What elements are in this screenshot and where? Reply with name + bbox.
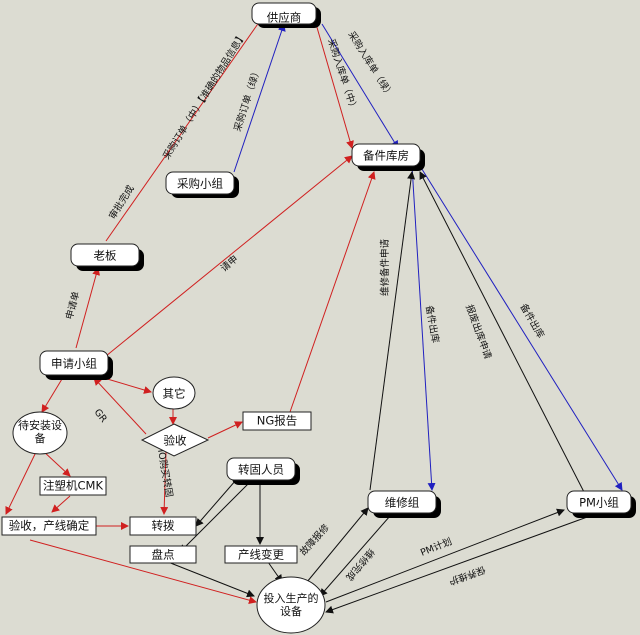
- edge-purchase-to-supplier: [233, 23, 286, 173]
- svg-text:转拨: 转拨: [152, 519, 175, 533]
- node-purchase-group: 采购小组: [165, 171, 239, 198]
- edge-warehouse-to-maint: [411, 165, 436, 491]
- edge-labels: 采购订单（中）【准确的物品信息】 采购订单（绿） 采购入库单（中） 采购入库单（…: [63, 29, 547, 587]
- label-pm-plan: PM计划: [419, 535, 454, 558]
- svg-text:其它: 其它: [163, 387, 186, 401]
- edge-boss-to-supplier: [105, 17, 263, 242]
- edge-maint-to-equipment: [319, 515, 391, 597]
- label-fault-repair: 故障报修: [297, 521, 332, 558]
- node-transfer-person: 转固人员: [226, 457, 300, 485]
- edge-person-to-transfer: [195, 479, 237, 527]
- edge-accept-to-ng: [207, 421, 243, 439]
- label-maint-request: 维修备件申请: [379, 238, 391, 296]
- edge-pm-to-warehouse: [419, 171, 585, 493]
- label-spare-out: 备件出库: [423, 304, 442, 344]
- edge-apply-to-boss: [75, 267, 101, 349]
- label-request: 请申: [218, 253, 240, 274]
- label-scrap-out: 报废出库申请: [463, 303, 494, 361]
- edge-ng-to-warehouse: [289, 171, 376, 413]
- edge-pm-to-equipment: [325, 515, 591, 614]
- edge-warehouse-to-pm: [419, 165, 623, 491]
- svg-text:备件库房: 备件库房: [363, 149, 409, 163]
- edge-supplier-to-warehouse: [315, 23, 354, 149]
- svg-text:注塑机CMK: 注塑机CMK: [43, 479, 103, 493]
- svg-text:PM小组: PM小组: [579, 496, 619, 510]
- node-apply-group: 申请小组: [39, 350, 113, 380]
- node-supplier: 供应商: [251, 2, 321, 28]
- edge-person-to-inventory: [179, 481, 251, 553]
- node-injection-cmk: 注塑机CMK: [39, 476, 107, 496]
- node-to-install: 待安装设备: [12, 411, 68, 455]
- edge-accept-to-transfer: [160, 451, 169, 515]
- edge-accept-to-apply: [93, 377, 147, 435]
- label-maintain: 保养维护: [447, 563, 487, 587]
- svg-text:维修组: 维修组: [385, 496, 420, 510]
- edge-apply-to-toinstall: [41, 378, 63, 413]
- svg-text:供应商: 供应商: [267, 11, 302, 25]
- edge-toinstall-to-acceptline: [5, 451, 37, 515]
- edges: [5, 17, 623, 614]
- edge-toinstall-to-cmk: [41, 449, 71, 477]
- label-gr: GR: [92, 407, 110, 425]
- edge-acceptline-to-equipment: [29, 539, 257, 605]
- svg-text:老板: 老板: [94, 249, 117, 263]
- node-accept: 验收: [140, 423, 210, 457]
- edge-cmk-to-acceptline: [51, 495, 71, 513]
- label-application: 申请单: [63, 290, 82, 321]
- edge-inventory-to-equipment: [167, 561, 255, 598]
- edge-apply-to-other: [103, 377, 152, 394]
- svg-text:验收: 验收: [164, 434, 187, 448]
- node-accept-line: 验收，产线确定: [1, 516, 97, 536]
- svg-text:转固人员: 转固人员: [238, 463, 284, 477]
- node-boss: 老板: [70, 243, 144, 271]
- svg-text:采购小组: 采购小组: [177, 177, 223, 191]
- node-spare-warehouse: 备件库房: [351, 143, 425, 171]
- node-ng-report: NG报告: [242, 411, 312, 431]
- svg-text:产线变更: 产线变更: [238, 548, 284, 562]
- node-transfer: 转拨: [129, 516, 197, 536]
- svg-text:申请小组: 申请小组: [51, 357, 97, 371]
- node-pm-group: PM小组: [566, 490, 636, 518]
- label-spare-out2: 备件出库: [517, 302, 547, 341]
- svg-text:NG报告: NG报告: [257, 414, 298, 428]
- edge-equipment-to-pm: [325, 508, 565, 603]
- edge-equipment-to-maint: [301, 507, 369, 589]
- node-production-equipment: 投入生产的设备: [256, 576, 326, 634]
- edge-supplier-to-warehouse-green: [321, 23, 399, 149]
- svg-text:盘点: 盘点: [152, 548, 175, 562]
- node-line-change: 产线变更: [224, 545, 298, 564]
- edge-apply-to-warehouse: [105, 155, 353, 357]
- edge-maint-to-warehouse: [369, 171, 416, 491]
- label-io-trans: IO购买转固: [155, 448, 175, 498]
- node-inventory: 盘点: [129, 545, 197, 564]
- node-maint-group: 维修组: [367, 490, 441, 518]
- node-other: 其它: [152, 376, 196, 410]
- svg-text:验收，产线确定: 验收，产线确定: [9, 519, 90, 533]
- label-po-purchase: 采购订单（中）【准确的物品信息】: [160, 30, 248, 161]
- label-approve: 审批完成: [106, 183, 137, 222]
